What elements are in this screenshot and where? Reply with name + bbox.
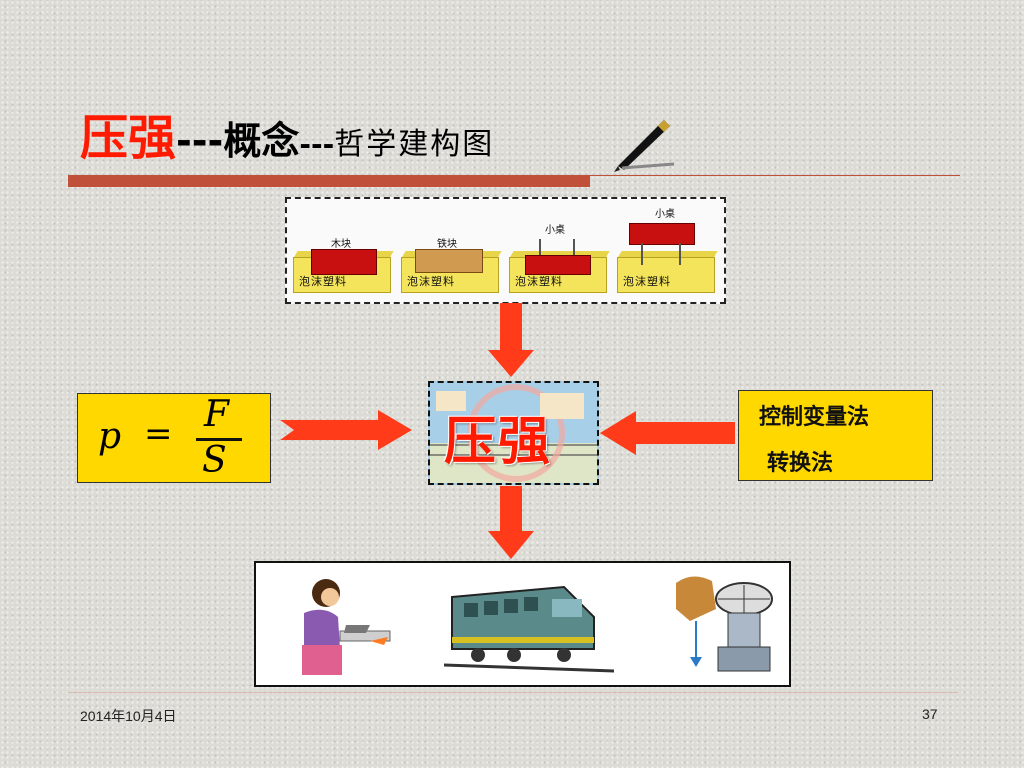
title-underline [590, 175, 960, 176]
foam-label: 泡沫塑料 [407, 275, 455, 288]
experiment-item: 泡沫塑料 小桌 [505, 199, 610, 302]
foam-label: 泡沫塑料 [515, 275, 563, 288]
fraction-bar [196, 438, 242, 441]
center-word: 压强 [444, 412, 553, 472]
title-dashes: --- [176, 119, 224, 163]
formula-box: p = F S [77, 393, 271, 483]
pressure-scene-illustration [430, 384, 597, 483]
footer-divider [68, 692, 958, 693]
experiment-item: 泡沫塑料 铁块 [397, 199, 502, 302]
experiment-panel: 泡沫塑料 木块 泡沫塑料 铁块 泡沫塑料 小桌 泡沫塑料 小桌 [285, 197, 726, 304]
metal-block [415, 249, 483, 273]
experiment-item: 泡沫塑料 小桌 [613, 199, 718, 302]
table-top [629, 223, 695, 245]
center-concept-box: 压强 [428, 381, 599, 485]
foam-label: 泡沫塑料 [623, 275, 671, 288]
method-control-variables: 控制变量法 [759, 405, 870, 430]
valve-gauge-icon [676, 576, 773, 672]
block-label: 小桌 [545, 225, 565, 236]
arrow-right [280, 410, 412, 450]
table-top [525, 255, 591, 275]
block-label: 木块 [331, 239, 351, 250]
methods-box: 控制变量法 转换法 [738, 390, 933, 481]
arrow-down-bottom [488, 486, 534, 559]
pressure-formula: p = F S [78, 394, 270, 482]
title-main: 压强 [80, 110, 177, 166]
block-label: 铁块 [437, 239, 457, 250]
title-dashes-2: --- [299, 128, 335, 161]
experiment-item: 泡沫塑料 木块 [289, 199, 394, 302]
title-subtitle: 哲学建构图 [334, 127, 495, 162]
woman-cutting-vegetables-icon [302, 579, 391, 675]
arrow-down-top [488, 303, 534, 377]
title-concept: 概念 [223, 119, 300, 163]
title-accent-bar [68, 175, 590, 187]
foam-block [617, 257, 715, 293]
foam-label: 泡沫塑料 [299, 275, 347, 288]
applications-panel [254, 561, 791, 687]
formula-lhs: p [98, 416, 122, 457]
block-label: 小桌 [655, 209, 675, 220]
formula-denominator: S [202, 440, 227, 481]
formula-numerator: F [204, 394, 229, 435]
slide-title: 压强---概念---哲学建构图 [80, 98, 494, 168]
formula-equals: = [144, 414, 173, 454]
arrow-left [600, 411, 735, 455]
fountain-pen-icon [614, 120, 675, 172]
red-block [311, 249, 377, 275]
train-icon [444, 585, 614, 673]
footer-date: 2014年10月4日 [80, 708, 177, 724]
page-number: 37 [922, 706, 938, 722]
method-conversion: 转换法 [767, 451, 834, 476]
